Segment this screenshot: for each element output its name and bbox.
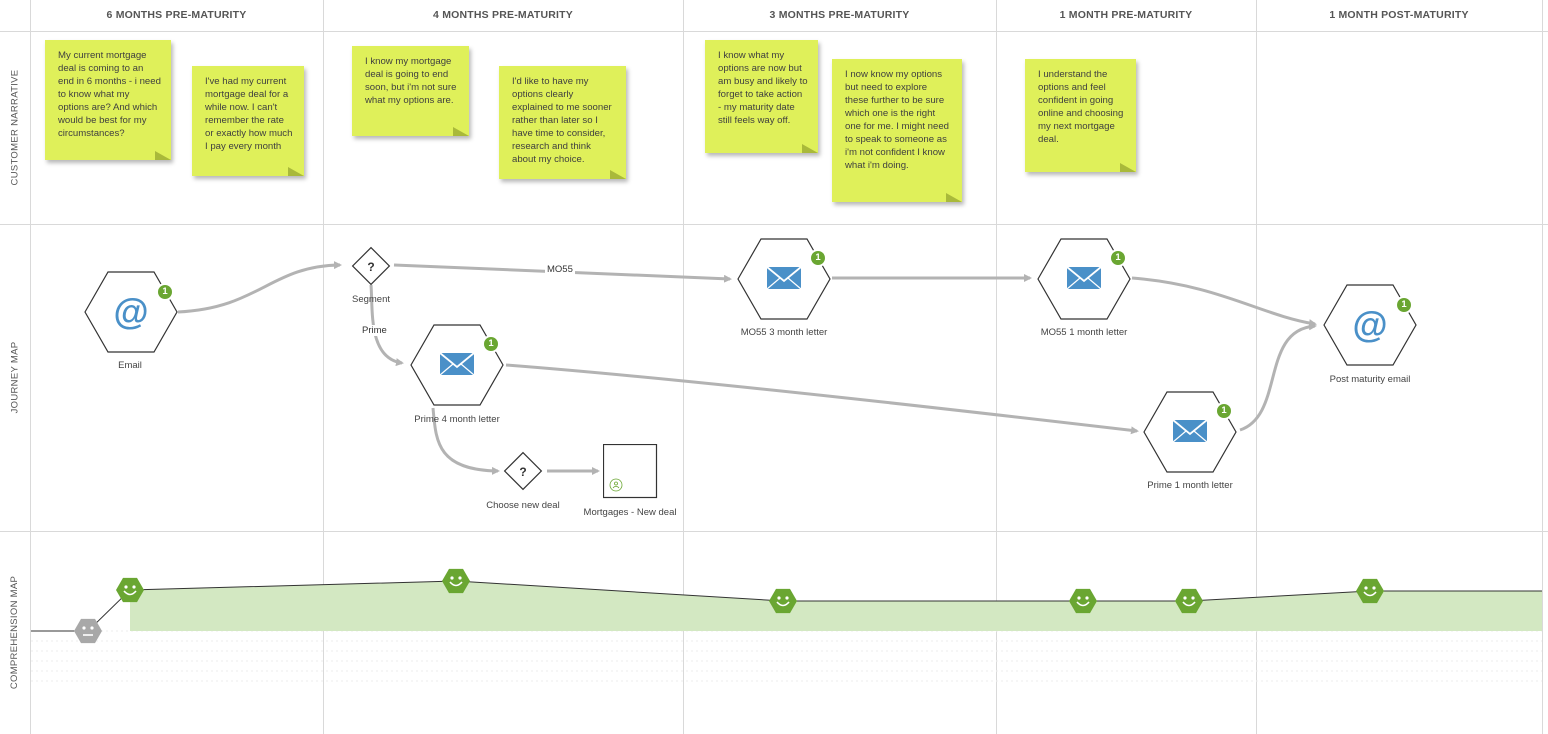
edge-label-mo55: MO55 [545, 264, 575, 275]
happy-face-icon[interactable] [116, 577, 144, 603]
neutral-face-icon[interactable] [74, 618, 102, 644]
comprehension-map [31, 568, 1542, 682]
connector [177, 261, 342, 314]
page-icon [609, 478, 623, 492]
sticky-note[interactable]: My current mortgage deal is coming to an… [45, 40, 171, 160]
mo55-1-month-letter-node[interactable] [1036, 237, 1132, 321]
count-badge: 1 [809, 249, 827, 267]
node-label: Choose new deal [486, 500, 560, 511]
count-badge: 1 [482, 335, 500, 353]
edge-label-prime: Prime [360, 325, 389, 336]
prime-1-month-letter-node[interactable] [1142, 390, 1238, 474]
node-label: MO55 3 month letter [740, 327, 828, 338]
sticky-note[interactable]: I'd like to have my options clearly expl… [499, 66, 626, 179]
happy-face-icon[interactable] [1175, 588, 1203, 614]
sticky-note[interactable]: I understand the options and feel confid… [1025, 59, 1136, 172]
prime-4-month-letter-node[interactable] [409, 323, 505, 407]
post-maturity-email-node[interactable]: @ [1322, 283, 1418, 367]
happy-face-icon[interactable] [769, 588, 797, 614]
choose-new-deal-decision-node[interactable]: ? [502, 450, 544, 492]
node-label: Post maturity email [1329, 374, 1411, 385]
envelope-icon [766, 266, 802, 290]
sticky-note[interactable]: I know my mortgage deal is going to end … [352, 46, 469, 136]
column-header-1-month-pre: 1 MONTH PRE-MATURITY [1059, 9, 1193, 21]
node-label: Mortgages - New deal [583, 507, 677, 518]
count-badge: 1 [1395, 296, 1413, 314]
column-header-4-months-pre: 4 MONTHS PRE-MATURITY [433, 9, 573, 21]
question-icon: ? [367, 260, 374, 274]
envelope-icon [1172, 419, 1208, 443]
sticky-note[interactable]: I know what my options are now but am bu… [705, 40, 818, 153]
happy-face-icon[interactable] [442, 568, 470, 594]
count-badge: 1 [1109, 249, 1127, 267]
connector [431, 407, 500, 475]
mortgages-new-deal-page-node[interactable] [603, 444, 659, 500]
connector [1131, 276, 1317, 327]
node-label: Email [118, 360, 142, 371]
count-badge: 1 [156, 283, 174, 301]
sticky-note[interactable]: I've had my current mortgage deal for a … [192, 66, 304, 176]
column-header-1-month-post: 1 MONTH POST-MATURITY [1329, 9, 1469, 21]
happy-face-icon[interactable] [1069, 588, 1097, 614]
comprehension-area [130, 581, 1542, 631]
connector [505, 363, 1139, 435]
envelope-icon [1066, 266, 1102, 290]
node-label: Prime 4 month letter [414, 414, 500, 425]
happy-face-icon[interactable] [1356, 578, 1384, 604]
node-label: MO55 1 month letter [1040, 327, 1128, 338]
column-header-3-months-pre: 3 MONTHS PRE-MATURITY [769, 9, 910, 21]
mo55-3-month-letter-node[interactable] [736, 237, 832, 321]
node-label: Prime 1 month letter [1147, 480, 1233, 491]
envelope-icon [439, 352, 475, 376]
sticky-note[interactable]: I now know my options but need to explor… [832, 59, 962, 202]
at-icon: @ [1352, 304, 1387, 345]
node-label: Segment [351, 294, 391, 305]
count-badge: 1 [1215, 402, 1233, 420]
at-icon: @ [113, 291, 148, 332]
column-header-6-months-pre: 6 MONTHS PRE-MATURITY [106, 9, 247, 21]
segment-decision-node[interactable]: ? [350, 245, 392, 287]
connector [1239, 322, 1317, 432]
email-node[interactable]: @ [83, 270, 179, 354]
question-icon: ? [519, 465, 526, 479]
